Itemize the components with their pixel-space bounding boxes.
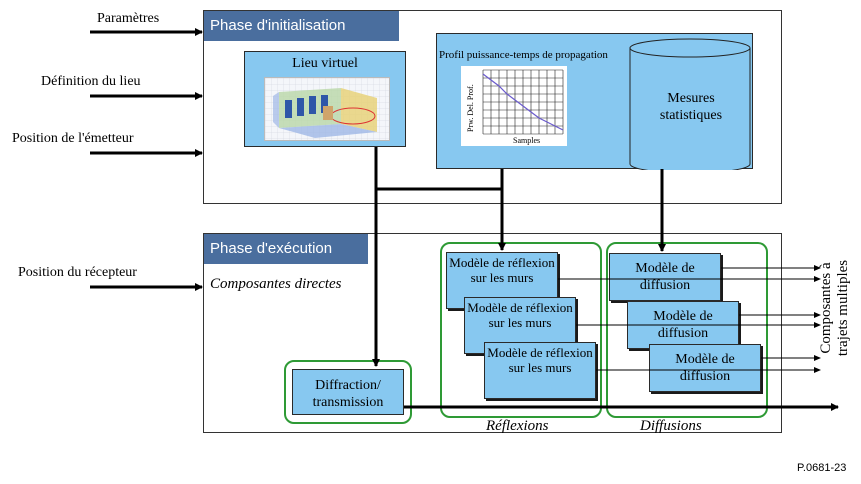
emitter-position-label: Position de l'émetteur	[12, 131, 134, 146]
profile-chart-svg	[482, 69, 564, 135]
direct-components-label: Composantes directes	[210, 276, 342, 292]
reflections-label: Réflexions	[486, 418, 549, 434]
diffusion-model-box-3: Modèle de diffusion	[649, 344, 761, 392]
virtual-place-illustration	[264, 77, 390, 141]
stat-measures-label: Mesures statistiques	[659, 91, 723, 123]
init-phase-title: Phase d'initialisation	[204, 11, 399, 41]
place-definition-label: Définition du lieu	[41, 74, 141, 89]
room-3d-icon	[265, 78, 389, 140]
exec-phase-title: Phase d'exécution	[204, 234, 368, 264]
diffraction-group	[284, 360, 412, 424]
parameters-label: Paramètres	[97, 11, 160, 26]
figure-reference: P.0681-23	[797, 462, 847, 474]
reflection-model-box-3: Modèle de réflexion sur les murs	[484, 342, 596, 399]
output-label: Composantes à trajets multiples	[818, 228, 852, 388]
virtual-place-title: Lieu virtuel	[292, 56, 358, 71]
diffraction-box: Diffraction/ transmission	[292, 369, 404, 415]
reflections-group	[440, 242, 602, 418]
profile-title: Profil puissance-temps de propagation	[439, 49, 608, 61]
virtual-place-box: Lieu virtuel	[244, 51, 406, 147]
profile-chart: Prw. Del. Prof. Samples	[461, 66, 567, 146]
diffusion-model-box-2: Modèle de diffusion	[627, 301, 739, 349]
diffusions-group	[606, 242, 768, 418]
diffusion-model-box-1: Modèle de diffusion	[609, 253, 721, 301]
database-cylinder-icon	[629, 38, 751, 170]
receiver-position-label: Position du récepteur	[18, 265, 137, 280]
output-label-line1: Composantes à	[818, 262, 834, 354]
diffusions-label: Diffusions	[640, 418, 702, 434]
output-label-line2: trajets multiples	[835, 259, 851, 357]
profile-stats-box: Profil puissance-temps de propagation	[436, 33, 753, 170]
profile-xlabel: Samples	[513, 136, 541, 145]
